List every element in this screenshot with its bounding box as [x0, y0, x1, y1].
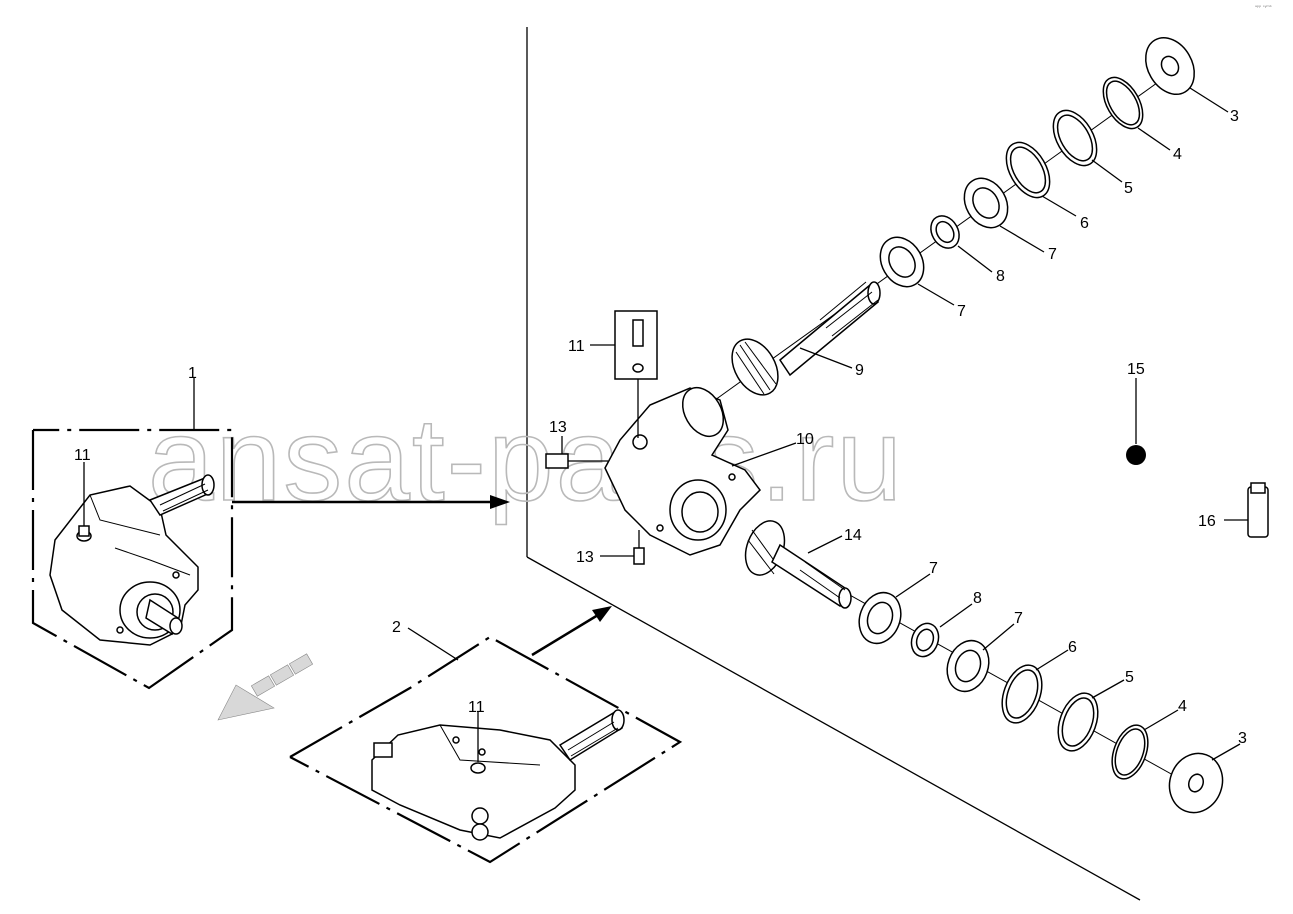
- callout-13-lower: 13: [576, 549, 594, 566]
- part-15-dot: [1126, 378, 1146, 465]
- upper-parts-stack: [879, 37, 1195, 288]
- inset-gearbox-1: [31, 428, 234, 690]
- part-16-sleeve: [1224, 482, 1269, 538]
- callout-5-lower: 5: [1125, 669, 1134, 686]
- callout-labels: 1 2 11 11 11 13 13 10 9 14 15 16 3 4 5 6…: [74, 108, 1247, 747]
- callout-5-upper: 5: [1124, 180, 1133, 197]
- callout-11-main: 11: [568, 338, 585, 355]
- callout-9: 9: [855, 362, 864, 379]
- callout-11-inset2: 11: [468, 699, 485, 716]
- callout-10: 10: [796, 431, 814, 448]
- plug-13-lower: [600, 530, 645, 565]
- inset-gearbox-2: [289, 635, 683, 864]
- corner-mark: ᵃᵖᵖ ˢʸᵐᵇ: [1255, 5, 1272, 11]
- callout-14: 14: [844, 527, 862, 544]
- lower-shaft-14: [744, 520, 852, 609]
- plug-13-upper: [545, 436, 608, 469]
- callout-6-upper: 6: [1080, 215, 1089, 232]
- direction-indicator: [217, 653, 314, 721]
- arrow-inset2-to-main: [531, 606, 612, 657]
- callout-2: 2: [392, 619, 401, 636]
- callout-13-upper: 13: [549, 419, 567, 436]
- callout-4-lower: 4: [1178, 698, 1187, 715]
- callout-6-lower: 6: [1068, 639, 1077, 656]
- gear-housing: [604, 387, 761, 556]
- panel-lines: [526, 27, 1141, 901]
- callout-3-upper: 3: [1230, 108, 1239, 125]
- arrow-to-main: [232, 495, 510, 509]
- leader-lines: [731, 87, 1241, 761]
- callout-11-inset1: 11: [74, 447, 91, 464]
- callout-7-lower-b: 7: [1014, 610, 1023, 627]
- lower-parts-stack: [858, 591, 1224, 814]
- callout-7-lower-a: 7: [929, 560, 938, 577]
- callout-4-upper: 4: [1173, 146, 1182, 163]
- callout-8-upper: 8: [996, 268, 1005, 285]
- callout-7-upper-a: 7: [1048, 246, 1057, 263]
- callout-3-lower: 3: [1238, 730, 1247, 747]
- callout-16: 16: [1198, 513, 1216, 530]
- callout-1: 1: [188, 365, 197, 382]
- callout-8-lower: 8: [973, 590, 982, 607]
- callout-7-upper-b: 7: [957, 303, 966, 320]
- watermark-text: ansat-parts.ru: [148, 394, 904, 526]
- upper-shaft-9: [731, 281, 881, 396]
- callout-15: 15: [1127, 361, 1145, 378]
- leader-c2: [407, 627, 459, 661]
- grease-nipple-inset: [590, 310, 658, 438]
